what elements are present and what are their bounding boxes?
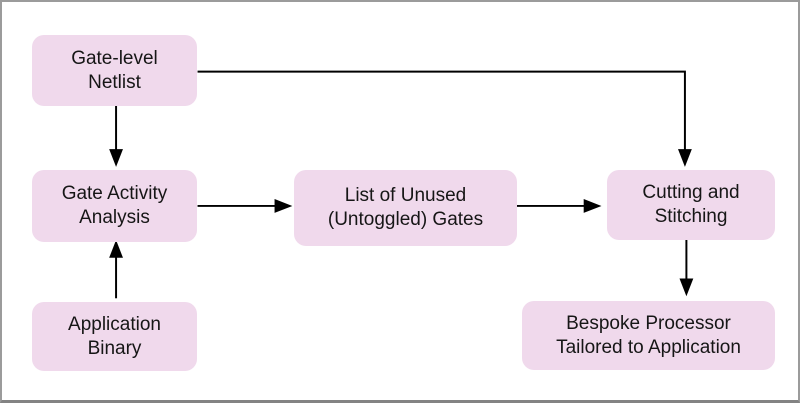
node-bespoke-processor: Bespoke Processor Tailored to Applicatio…	[522, 301, 775, 370]
node-application-binary: Application Binary	[32, 302, 197, 371]
node-label: List of Unused (Untoggled) Gates	[327, 185, 484, 230]
node-label: Cutting and Stitching	[642, 182, 740, 227]
arrow-binary-to-activity-icon	[109, 240, 123, 299]
node-label: Gate Activity Analysis	[61, 183, 168, 228]
node-cutting-and-stitching: Cutting and Stitching	[607, 170, 775, 240]
node-label: Bespoke Processor Tailored to Applicatio…	[556, 312, 741, 358]
node-gate-level-netlist: Gate-level Netlist	[32, 35, 197, 106]
arrow-cutting-to-bespoke-icon	[679, 237, 694, 297]
arrow-list-to-cutting-icon	[513, 199, 602, 213]
node-gate-activity-analysis: Gate Activity Analysis	[32, 170, 197, 242]
arrow-netlist-to-activity-icon	[109, 104, 123, 167]
node-label: Gate-level Netlist	[71, 47, 158, 93]
node-label: Application Binary	[68, 313, 161, 359]
node-list-of-unused-gates: List of Unused (Untoggled) Gates	[294, 170, 517, 246]
arrow-activity-to-list-icon	[197, 199, 293, 213]
arrow-netlist-to-cutting-icon	[197, 70, 692, 167]
